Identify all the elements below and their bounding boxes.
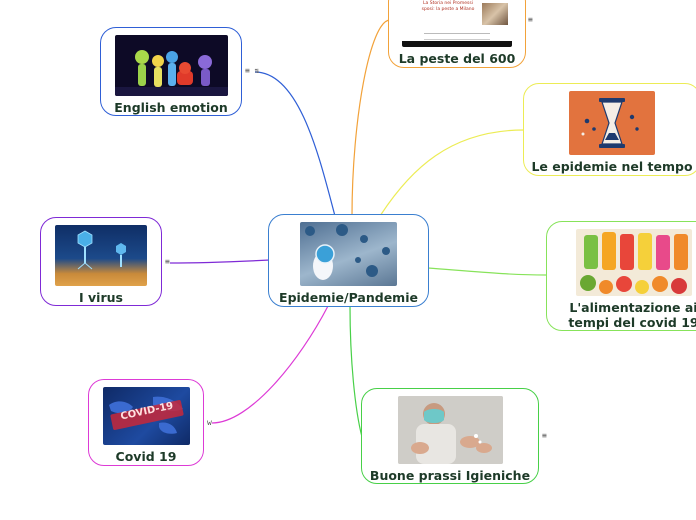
hourglass-image xyxy=(569,91,655,155)
book-cover-image: La Storia nei Promessi sposi: la peste a… xyxy=(402,0,512,47)
link-igieniche xyxy=(349,305,363,438)
handwashing-image xyxy=(397,396,503,464)
node-label: La peste del 600 xyxy=(398,51,516,66)
node-label: I virus xyxy=(79,290,123,305)
virus-globe-image xyxy=(300,222,397,286)
node-alimentazione[interactable]: L'alimentazione ai tempi del covid 19 xyxy=(546,221,696,331)
link-alimentazione xyxy=(427,267,547,276)
node-epidemie-pandemie[interactable]: Epidemie/Pandemie xyxy=(268,214,429,307)
note-icon-igieniche[interactable]: ≡ xyxy=(542,431,547,440)
note-icon-peste[interactable]: ≡ xyxy=(528,15,533,24)
note-icon-covid[interactable]: w xyxy=(207,418,212,427)
node-label: Le epidemie nel tempo xyxy=(531,159,693,174)
book-cover-lines xyxy=(424,33,490,40)
node-label: L'alimentazione ai tempi del covid 19 xyxy=(568,300,696,330)
node-i-virus[interactable]: I virus xyxy=(40,217,162,306)
link-virus xyxy=(169,259,271,264)
fruit-juices-image xyxy=(575,229,692,296)
inside-out-image xyxy=(114,35,228,96)
link-emotion xyxy=(254,71,336,217)
node-label: Buone prassi Igieniche xyxy=(369,468,531,483)
book-cover-picture xyxy=(482,3,508,25)
node-covid-19[interactable]: COVID-19 Covid 19 xyxy=(88,379,204,466)
note-icon-emotion[interactable]: ≡ ⇅ xyxy=(245,66,260,75)
node-buone-prassi-igieniche[interactable]: Buone prassi Igieniche xyxy=(361,388,539,484)
book-cover-bottom-bar xyxy=(402,41,512,47)
node-english-emotion[interactable]: English emotion xyxy=(100,27,242,116)
node-label: Epidemie/Pandemie xyxy=(279,290,418,305)
link-peste xyxy=(351,19,391,217)
link-covid xyxy=(211,305,329,424)
covid-map-image: COVID-19 xyxy=(102,387,190,445)
virus-microscope-image xyxy=(55,225,147,286)
node-la-peste[interactable]: La Storia nei Promessi sposi: la peste a… xyxy=(388,0,526,68)
note-icon-virus[interactable]: ≡ xyxy=(165,257,170,266)
node-label: English emotion xyxy=(114,100,228,115)
link-tempo xyxy=(379,129,525,217)
node-label: Covid 19 xyxy=(115,449,177,464)
node-epidemie-nel-tempo[interactable]: Le epidemie nel tempo xyxy=(523,83,696,176)
book-cover-title: La Storia nei Promessi sposi: la peste a… xyxy=(421,1,475,12)
